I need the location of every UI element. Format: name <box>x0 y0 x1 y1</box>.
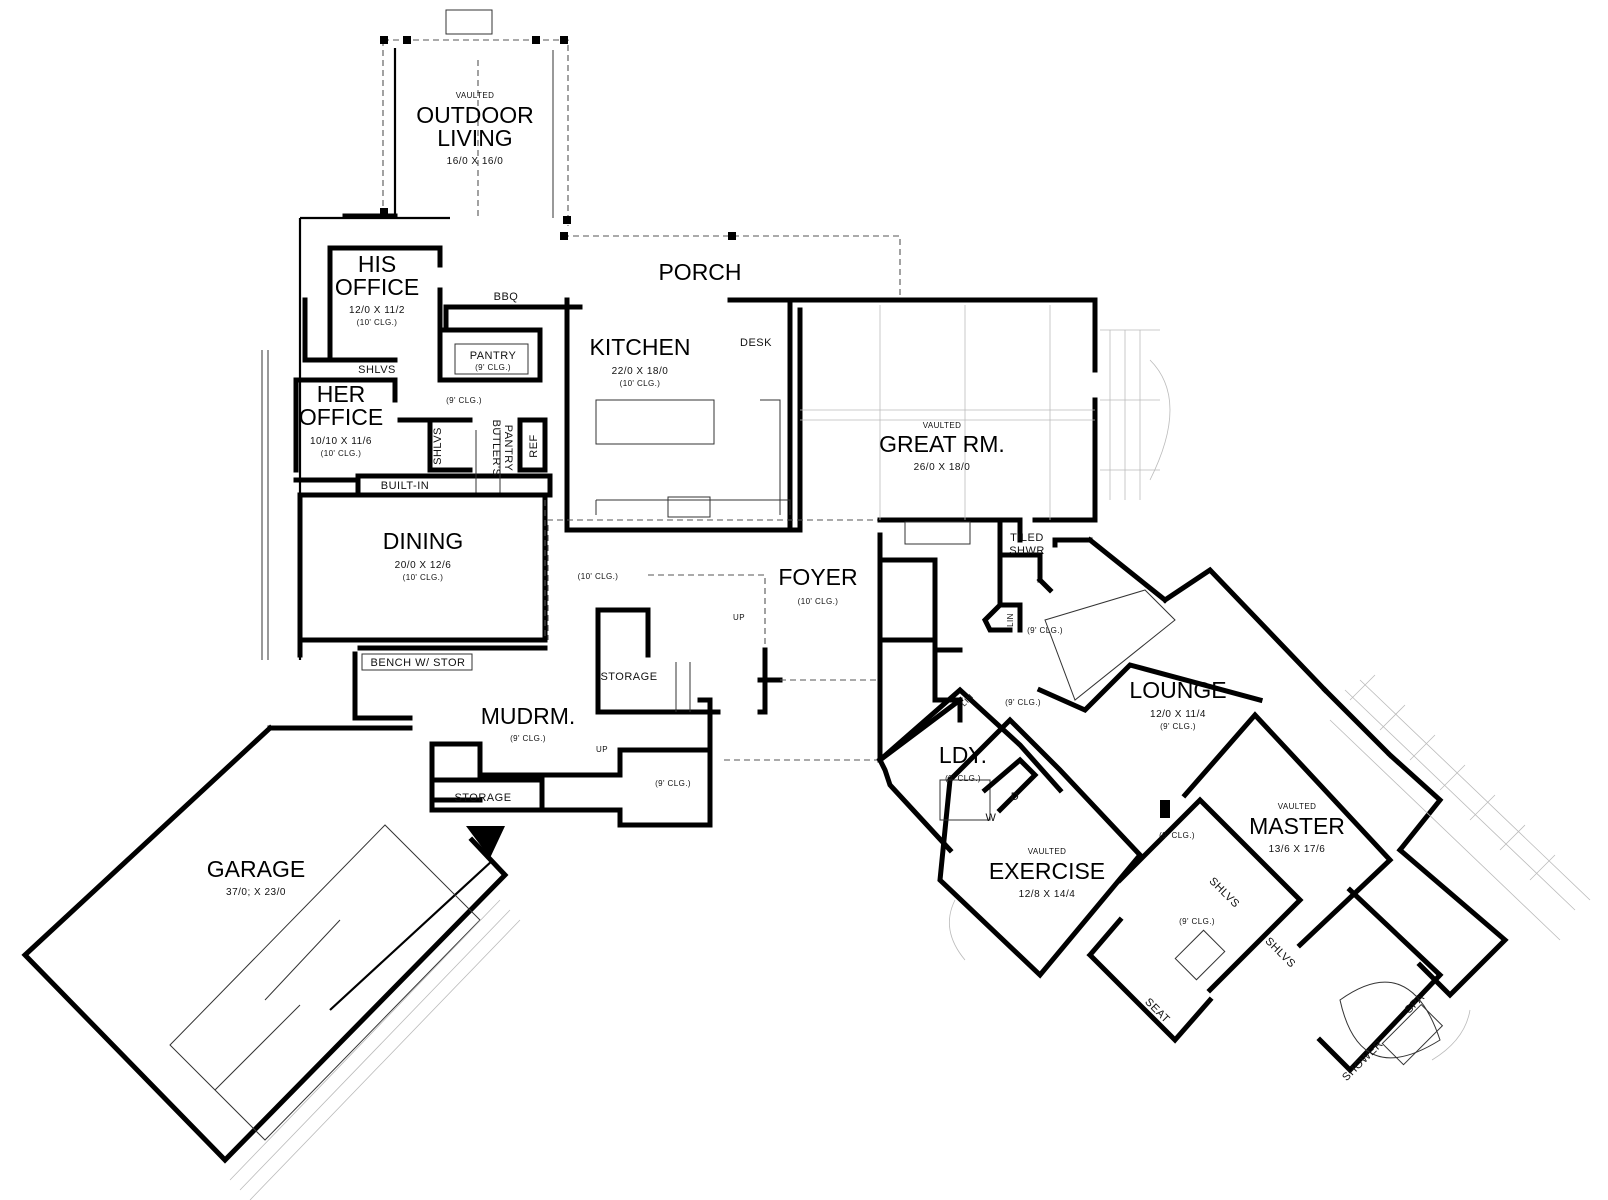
great-room-note: VAULTED <box>923 421 962 430</box>
ref-label: REF <box>528 434 540 458</box>
great-room-size: 26/0 X 18/0 <box>914 462 971 473</box>
outdoor-living-name-2: LIVING <box>437 125 512 151</box>
up-label-1: UP <box>733 613 745 622</box>
closet-ceiling-2: (9' CLG.) <box>1179 917 1215 926</box>
her-office-label: HER OFFICE 10/10 X 11/6 (10' CLG.) <box>299 381 383 458</box>
lounge-size: 12/0 X 11/4 <box>1150 709 1206 720</box>
right-wing-walls <box>876 517 1591 1074</box>
butlers-label-1: BUTLER'S <box>490 420 502 477</box>
his-office-label: HIS OFFICE 12/0 X 11/2 (10' CLG.) <box>335 251 419 327</box>
garage-walls <box>21 724 521 1200</box>
up-label-2: UP <box>596 745 608 754</box>
shelves-label-2: SHLVS <box>432 427 444 465</box>
pantry-label: PANTRY <box>470 350 517 362</box>
shelves-label-3: SHLVS <box>1207 875 1242 910</box>
dining-size: 20/0 X 12/6 <box>395 560 452 571</box>
storage-label-2: STORAGE <box>454 792 511 804</box>
foyer-label: FOYER (10' CLG.) <box>778 564 857 606</box>
master-note: VAULTED <box>1278 802 1317 811</box>
shower-label: SHOWER <box>1340 1038 1386 1084</box>
her-office-size: 10/10 X 11/6 <box>310 436 372 447</box>
porch-label: PORCH <box>658 259 741 285</box>
linen-label-1: LIN <box>1006 613 1015 627</box>
shelves-label-1: SHLVS <box>358 364 396 376</box>
exercise-label: VAULTED EXERCISE 12/8 X 14/4 <box>989 847 1105 900</box>
lounge-ceiling: (9' CLG.) <box>1160 722 1196 731</box>
great-room-label: VAULTED GREAT RM. 26/0 X 18/0 <box>879 421 1005 473</box>
mudroom-ceiling: (9' CLG.) <box>510 734 546 743</box>
outdoor-living-structure <box>380 9 571 226</box>
tiled-shower-label-1: TILED <box>1010 532 1044 544</box>
hall-ceiling: (9' CLG.) <box>446 396 482 405</box>
garage-name: GARAGE <box>207 856 305 882</box>
porch-outline <box>560 232 901 300</box>
exercise-size: 12/8 X 14/4 <box>1019 889 1076 900</box>
dining-name: DINING <box>383 528 464 554</box>
master-label: VAULTED MASTER 13/6 X 17/6 <box>1249 802 1345 855</box>
garage-label: GARAGE 37/0; X 23/0 <box>207 856 305 898</box>
master-size: 13/6 X 17/6 <box>1269 844 1326 855</box>
his-office-name-2: OFFICE <box>335 274 419 300</box>
tiled-shower-label-2: SHWR <box>1009 545 1045 557</box>
laundry-ceiling: (9' CLG.) <box>945 774 981 783</box>
outdoor-living-size: 16/0 X 16/0 <box>447 156 504 167</box>
outdoor-living-name-1: OUTDOOR <box>416 102 534 128</box>
foyer-closet-ceiling: (10' CLG.) <box>578 572 619 581</box>
bench-label: BENCH W/ STOR <box>371 657 466 669</box>
kitchen-ceiling: (10' CLG.) <box>620 379 661 388</box>
foyer-ceiling: (10' CLG.) <box>798 597 839 606</box>
her-office-name-2: OFFICE <box>299 404 383 430</box>
outdoor-living-note: VAULTED <box>456 91 495 100</box>
closet-ceiling-1: (9' CLG.) <box>1159 831 1195 840</box>
outdoor-living-label: VAULTED OUTDOOR LIVING 16/0 X 16/0 <box>416 91 534 167</box>
kitchen-label: KITCHEN 22/0 X 18/0 (10' CLG.) <box>590 334 691 388</box>
pantry-ceiling: (9' CLG.) <box>475 363 511 372</box>
kitchen-name: KITCHEN <box>590 334 691 360</box>
storage-label-1: STORAGE <box>600 671 657 683</box>
laundry-label: LDY. (9' CLG.) <box>939 742 987 783</box>
mudroom-name: MUDRM. <box>481 703 576 729</box>
dryer-label: D <box>1011 791 1019 803</box>
lounge-name: LOUNGE <box>1129 677 1226 703</box>
bbq-label: BBQ <box>494 291 519 303</box>
his-office-ceiling: (10' CLG.) <box>357 318 398 327</box>
her-office-ceiling: (10' CLG.) <box>321 449 362 458</box>
wing-hall-ceiling: (9' CLG.) <box>1027 626 1063 635</box>
bath-ceiling: (9' CLG.) <box>655 779 691 788</box>
great-room-name: GREAT RM. <box>879 431 1005 457</box>
desk-label: DESK <box>740 337 772 349</box>
butlers-label-2: PANTRY <box>502 425 514 472</box>
laundry-name: LDY. <box>939 742 987 768</box>
his-office-name-1: HIS <box>358 251 396 277</box>
washer-label: W <box>986 812 997 824</box>
dining-ceiling: (10' CLG.) <box>403 573 444 582</box>
exercise-note: VAULTED <box>1028 847 1067 856</box>
dining-label: DINING 20/0 X 12/6 (10' CLG.) <box>383 528 464 582</box>
foyer-name: FOYER <box>778 564 857 590</box>
hall2-ceiling: (9' CLG.) <box>1005 698 1041 707</box>
her-office-name-1: HER <box>317 381 366 407</box>
shelves-label-4: SHLVS <box>1263 935 1298 970</box>
mudroom-label: MUDRM. (9' CLG.) <box>481 703 576 743</box>
built-in-label: BUILT-IN <box>381 480 429 492</box>
exercise-name: EXERCISE <box>989 858 1105 884</box>
main-walls <box>261 213 1171 828</box>
master-name: MASTER <box>1249 813 1345 839</box>
his-office-size: 12/0 X 11/2 <box>349 305 405 316</box>
garage-size: 37/0; X 23/0 <box>226 887 286 898</box>
kitchen-size: 22/0 X 18/0 <box>612 366 669 377</box>
lounge-label: LOUNGE 12/0 X 11/4 (9' CLG.) <box>1129 677 1226 731</box>
